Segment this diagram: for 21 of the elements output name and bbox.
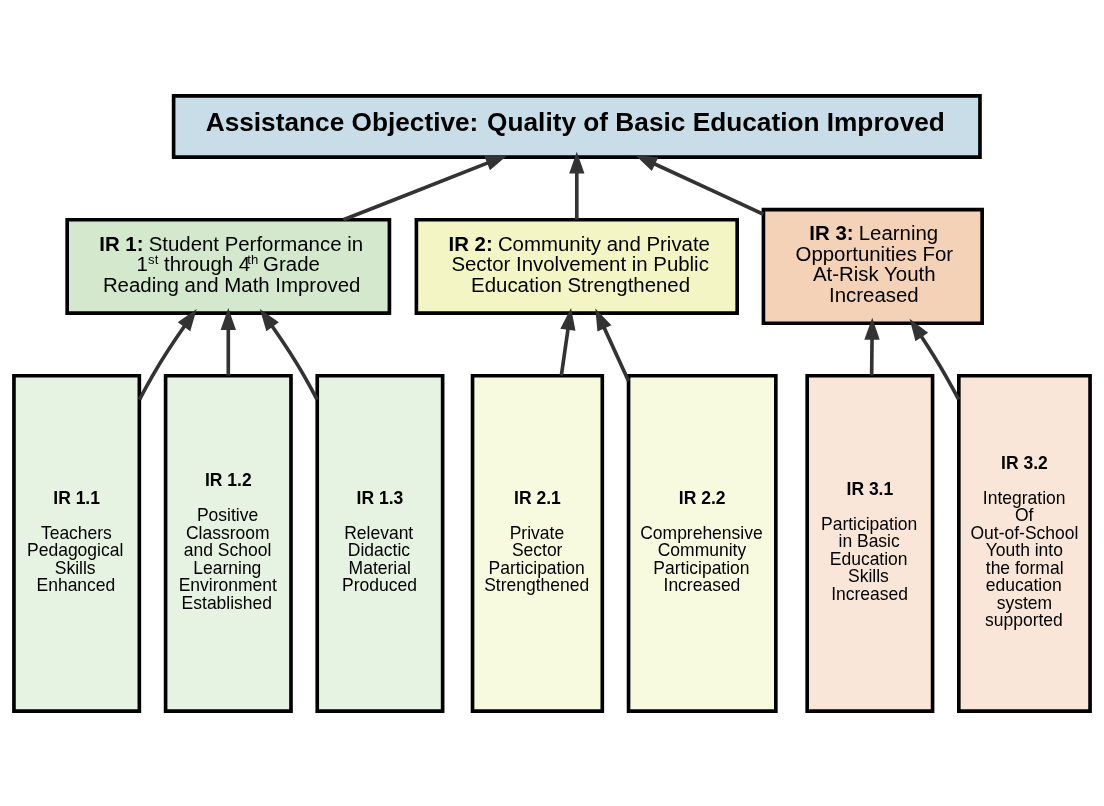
arrow — [864, 317, 880, 375]
arrow — [559, 307, 576, 376]
node-box: IR 1.2 Positive Classroom and School Learning Environment Established — [163, 373, 293, 713]
arrow — [635, 154, 765, 216]
node-box: IR 3.1 Participation in Basic Education Skills Increased — [805, 373, 935, 713]
node-box: IR 2.2 Comprehensive Community Participation Increased — [626, 373, 778, 713]
node-box: IR 1: Student Performance in 1$^{st}$ through 4$^{th}$ Grade Reading and Math Improved — [65, 217, 392, 315]
arrow — [569, 151, 585, 220]
arrow — [220, 307, 236, 375]
arrow — [259, 308, 319, 400]
node-box: IR 2.1 Private Sector Participation Strengthened — [470, 373, 605, 713]
node-box: IR 2: Community and Private Sector Involvement in Public Education Strengthened — [414, 217, 739, 315]
node-box: IR 1.3 Relevant Didactic Material Produced — [315, 373, 445, 713]
node-box: IR 1.1 Teachers Pedagogical Skills Enhanced — [12, 373, 142, 713]
node-box: IR 3: Learning Opportunities For At-Risk Youth Increased — [761, 207, 984, 325]
arrow — [342, 154, 508, 221]
node-box: IR 3.2 Integration Of Out-of-School Youth into the formal education system supported — [957, 373, 1092, 713]
arrow — [909, 318, 961, 400]
arrow — [595, 307, 631, 382]
arrow — [137, 308, 197, 401]
node-box: Assistance Objective: Quality of Basic Education Improved — [171, 93, 982, 159]
